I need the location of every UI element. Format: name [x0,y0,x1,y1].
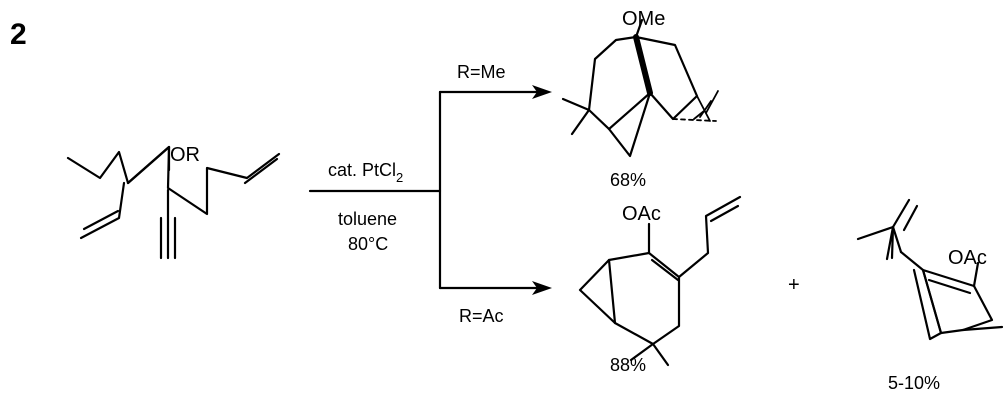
side-product-structure: OAc [856,198,1004,341]
plus-sign: + [788,274,800,296]
catalyst-label: cat. PtCl2 [328,160,403,185]
bottom-product-yield: 88% [610,355,646,375]
solvent-label: toluene [338,209,397,229]
ome-label: OMe [622,8,665,30]
top-product-structure: OMe [561,8,719,158]
side-oac-label: OAc [948,247,987,269]
reactant-or-label: OR [170,144,200,166]
bottom-product-structure: OAc [578,195,742,367]
reactant-structure: OR [66,144,281,260]
top-product-yield: 68% [610,170,646,190]
oac-label: OAc [622,203,661,225]
top-branch-condition: R=Me [457,62,506,82]
bottom-arrowhead [532,281,552,295]
top-arrowhead [532,85,552,99]
temperature-label: 80°C [348,234,388,254]
side-product-yield: 5-10% [888,373,940,393]
bottom-branch-condition: R=Ac [459,306,504,326]
reaction-arrow [308,85,552,295]
scheme-number: 2 [10,18,27,51]
